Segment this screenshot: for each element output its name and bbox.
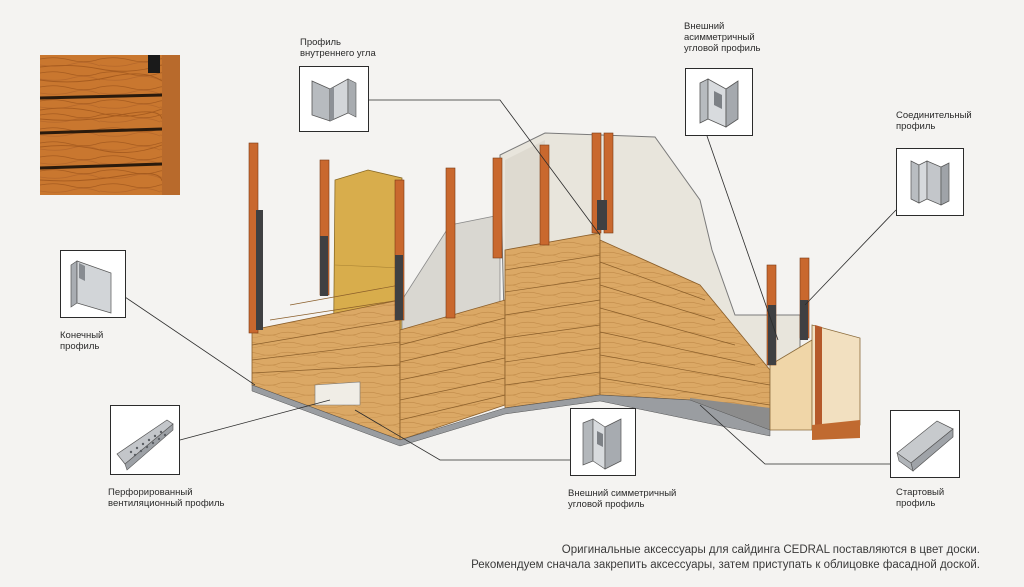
inner-corner-profile-thumb <box>299 66 369 132</box>
starter-profile-thumb <box>890 410 960 478</box>
caption-line-2: Рекомендуем сначала закрепить аксессуары… <box>471 559 980 571</box>
vent-profile-icon <box>116 419 174 471</box>
starter-profile-icon <box>896 420 954 472</box>
caption: Оригинальные аксессуары для сайдинга CED… <box>471 543 980 573</box>
end-label: Конечный профиль <box>60 330 104 352</box>
outer-asym-profile-thumb <box>685 68 753 136</box>
outer-asym-icon <box>699 78 739 128</box>
vent-label: Перфорированный вентиляционный профиль <box>108 487 225 509</box>
outer-sym-icon <box>582 418 622 470</box>
connector-profile-thumb <box>896 148 964 216</box>
right-siding <box>599 239 771 431</box>
end-panel <box>769 324 861 440</box>
inner-corner-label: Профиль внутреннего угла <box>300 37 376 59</box>
caption-line-1: Оригинальные аксессуары для сайдинга CED… <box>561 544 980 556</box>
outer-asym-label: Внешний асимметричный угловой профиль <box>684 21 761 54</box>
metal-profiles <box>256 200 808 365</box>
middle-siding <box>399 299 506 441</box>
vent-profile-thumb <box>110 405 180 475</box>
starter-label: Стартовый профиль <box>896 487 945 509</box>
outer-sym-profile-thumb <box>570 408 636 476</box>
outer-sym-label: Внешний симметричный угловой профиль <box>568 488 677 510</box>
connector-icon <box>910 160 950 206</box>
end-profile-thumb <box>60 250 126 318</box>
siding-closeup-inset <box>40 55 180 195</box>
left-siding <box>251 284 401 441</box>
inner-corner-icon <box>311 78 357 122</box>
end-profile-icon <box>70 260 112 314</box>
corner-siding <box>504 232 601 409</box>
connector-label: Соединительный профиль <box>896 110 972 132</box>
leader-lines <box>121 99 897 465</box>
starter-strip <box>251 384 771 447</box>
